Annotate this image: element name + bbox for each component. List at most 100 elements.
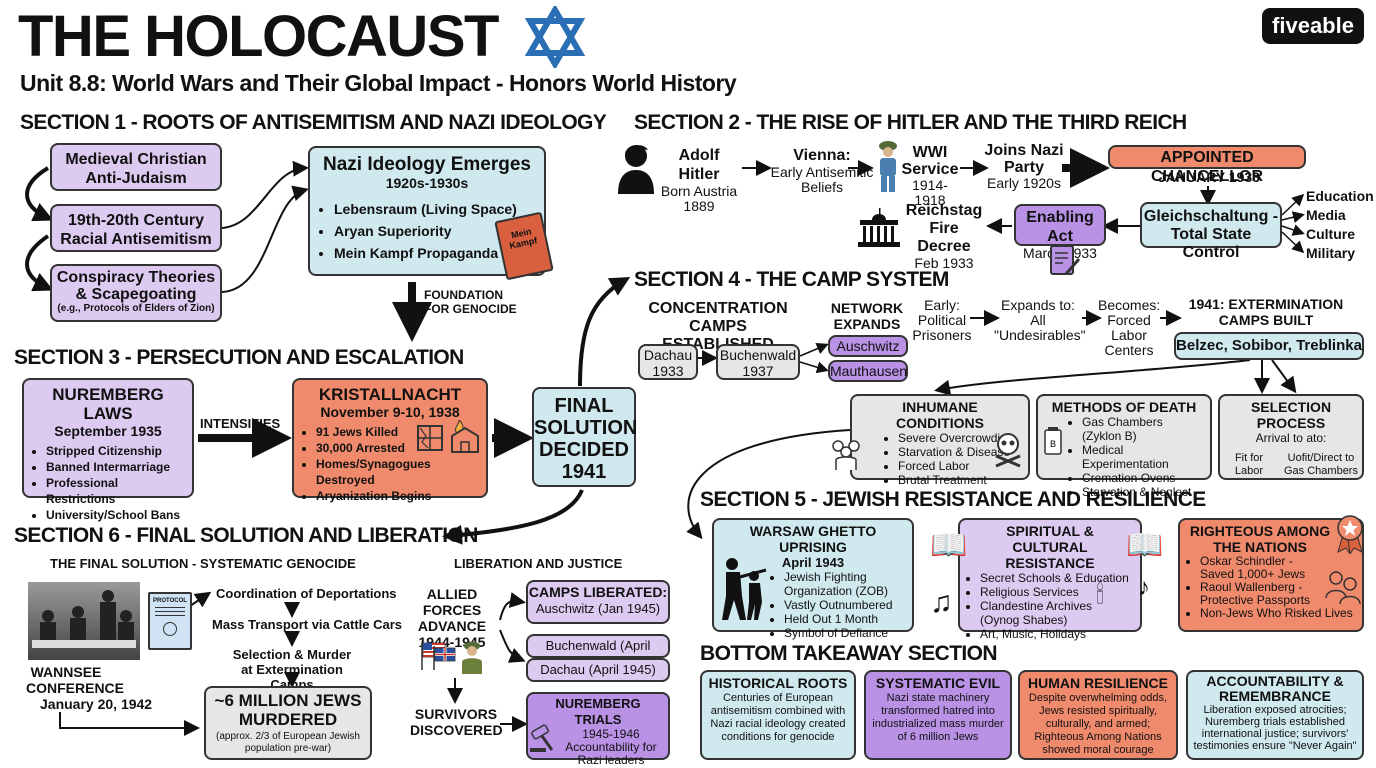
liberation-subheading: LIBERATION AND JUSTICE bbox=[454, 556, 623, 571]
extermination-camps-text: Belzec, Sobibor, Treblinka bbox=[1176, 337, 1362, 354]
burning-synagogue-icon bbox=[451, 420, 479, 453]
conspiracy-note: (e.g., Protocols of Elders of Zion) bbox=[57, 303, 215, 314]
unfit-gas-chambers: Uofit/Direct to Gas Chambers bbox=[1284, 452, 1358, 477]
music-note-icon: ♫ bbox=[930, 586, 953, 619]
buchenwald-box: Buchenwald 1937 bbox=[716, 344, 800, 380]
nuremberg-date: September 1935 bbox=[54, 423, 162, 439]
buchenwald-name: Buchenwald bbox=[719, 347, 797, 363]
inhumane-item: Brutal Treatment bbox=[898, 473, 1022, 487]
inhumane-item: Forced Labor bbox=[898, 459, 1022, 473]
lib-auschwitz: Auschwitz (Jan 1945) bbox=[535, 601, 661, 616]
kristallnacht-item: Aryanization Begins bbox=[316, 488, 478, 504]
ideology-title: Nazi Ideology Emerges bbox=[322, 154, 531, 175]
takeaway-text: Liberation exposed atrocities; Nuremberg… bbox=[1193, 704, 1357, 752]
spiritual-resistance-box: SPIRITUAL & CULTURAL RESISTANCE Secret S… bbox=[958, 518, 1142, 641]
survivors-label: SURVIVORS DISCOVERED bbox=[410, 706, 503, 738]
section-6-heading: SECTION 6 - FINAL SOLUTION AND LIBERATIO… bbox=[14, 524, 478, 547]
six-million-box: ~6 MILLION JEWS MURDERED (approx. 2/3 of… bbox=[204, 686, 372, 760]
reichstag-node: Reichstag Fire Decree Feb 1933 bbox=[902, 202, 986, 271]
nuremberg-item: Professional Restrictions bbox=[46, 475, 184, 507]
chancellor-date: JANUARY 1933 bbox=[1158, 169, 1260, 185]
inhumane-item: Starvation & Disease bbox=[898, 445, 1022, 459]
camps-liberated-box: CAMPS LIBERATED: Auschwitz (Jan 1945) bbox=[526, 580, 670, 624]
logo-text: fiveable bbox=[1272, 13, 1354, 38]
fit-for-labor: Fit for Labor bbox=[1234, 452, 1264, 477]
selection-title: SELECTION PROCESS bbox=[1250, 399, 1332, 431]
hitler-year: 1889 bbox=[683, 198, 715, 214]
control-education: Education bbox=[1306, 188, 1374, 204]
kristallnacht-date: November 9-10, 1938 bbox=[320, 404, 460, 420]
nuremberg-item: University/School Bans bbox=[46, 507, 184, 523]
medieval-box: Medieval Christian Anti-Judaism bbox=[50, 143, 222, 191]
nuremberg-list: Stripped Citizenship Banned Intermarriag… bbox=[32, 443, 184, 523]
lib-dachau-box: Dachau (April 1945) bbox=[526, 658, 670, 682]
joins-node: Joins Nazi Party Early 1920s bbox=[982, 142, 1066, 191]
methods-title: METHODS OF DEATH bbox=[1051, 399, 1197, 415]
reichstag-date: Feb 1933 bbox=[914, 255, 974, 271]
allied-label: ALLIED FORCES ADVANCE 1944-1945 bbox=[402, 586, 502, 650]
final-solution-subheading: THE FINAL SOLUTION - SYSTEMATIC GENOCIDE bbox=[50, 556, 356, 571]
section-3-heading: SECTION 3 - PERSECUTION AND ESCALATION bbox=[14, 346, 464, 369]
kristallnacht-item: Homes/Synagogues Destroyed bbox=[316, 456, 478, 488]
takeaway-title: HUMAN RESILIENCE bbox=[1027, 675, 1168, 691]
warsaw-item: Jewish Fighting Organization (ZOB) bbox=[784, 570, 906, 598]
buchenwald-year: 1937 bbox=[742, 363, 774, 379]
ideology-dates: 1920s-1930s bbox=[385, 175, 469, 191]
kristallnacht-list: 91 Jews Killed 30,000 Arrested Homes/Syn… bbox=[302, 424, 478, 504]
methods-list: Gas Chambers (Zyklon B) Medical Experime… bbox=[1068, 415, 1204, 499]
canister-icon: B bbox=[1044, 427, 1062, 455]
enabling-title: Enabling Act bbox=[1026, 209, 1094, 245]
gleichschaltung-box: Gleichschaltung - Total State Control bbox=[1140, 202, 1282, 261]
methods-item: Gas Chambers (Zyklon B) bbox=[1082, 415, 1204, 443]
nuremberg-laws-box: NUREMBERG LAWS September 1935 Stripped C… bbox=[22, 378, 194, 522]
wannsee-date: January 20, 1942 bbox=[40, 696, 153, 712]
medieval-text: Medieval Christian Anti-Judaism bbox=[65, 151, 207, 187]
final-solution-box: FINAL SOLUTION DECIDED 1941 bbox=[532, 387, 637, 487]
inhumane-conditions-box: INHUMANE CONDITIONS Severe Overcrowding … bbox=[850, 394, 1030, 487]
vienna-node: Vienna: Early Antisemitic Beliefs bbox=[770, 146, 874, 195]
spiritual-item: Clandestine Archives (Oynog Shabes) bbox=[980, 599, 1134, 627]
takeaway-title: SYSTEMATIC EVIL bbox=[875, 675, 1001, 691]
early-prisoners-label: Early: Political Prisoners bbox=[912, 297, 972, 343]
takeaway-text: Despite overwhelming odds, Jews resisted… bbox=[1028, 692, 1168, 756]
section-4-heading: SECTION 4 - THE CAMP SYSTEM bbox=[634, 268, 949, 291]
intensifies-label: INTENSIFIES bbox=[200, 416, 281, 431]
selection-sub: Arrival to ato: bbox=[1255, 431, 1327, 445]
kristallnacht-box: KRISTALLNACHT November 9-10, 1938 91 Jew… bbox=[292, 378, 488, 503]
kristallnacht-item: 30,000 Arrested bbox=[316, 440, 478, 456]
hitler-born: Born Austria bbox=[660, 183, 738, 199]
crowd-icon bbox=[832, 440, 860, 470]
reichstag-building-icon bbox=[858, 208, 900, 247]
fighters-silhouette-icon bbox=[722, 558, 767, 620]
righteous-list: Oskar Schindler - Saved 1,000+ Jews Raou… bbox=[1186, 555, 1356, 620]
warsaw-date: April 1943 bbox=[781, 555, 845, 570]
mauthausen-text: Mauthausen bbox=[830, 363, 908, 379]
svg-text:B: B bbox=[1050, 439, 1056, 449]
spiritual-list: Secret Schools & Education Religious Ser… bbox=[966, 571, 1134, 641]
nuremberg-item: Stripped Citizenship bbox=[46, 443, 184, 459]
wannsee-photo bbox=[28, 582, 140, 660]
lib-dachau: Dachau (April 1945) bbox=[540, 662, 656, 677]
righteous-item: Non-Jews Who Risked Lives bbox=[1200, 607, 1356, 620]
selection-process-box: SELECTION PROCESS Arrival to ato: bbox=[1218, 394, 1364, 480]
star-of-david-icon bbox=[524, 6, 586, 68]
takeaway-card-accountability: ACCOUNTABILITY & REMEMBRANCE Liberation … bbox=[1186, 670, 1364, 760]
mauthausen-box: Mauthausen bbox=[828, 360, 908, 382]
extermination-camps-label: 1941: EXTERMINATION CAMPS BUILT bbox=[1188, 296, 1344, 328]
nuremberg-title: NUREMBERG LAWS bbox=[52, 385, 164, 423]
joins-title: Joins Nazi Party bbox=[984, 142, 1064, 176]
six-million-note: (approx. 2/3 of European Jewish populati… bbox=[216, 731, 360, 754]
racial-antisemitism-box: 19th-20th Century Racial Antisemitism bbox=[50, 204, 222, 252]
dachau-box: Dachau 1933 bbox=[638, 344, 698, 380]
warsaw-list: Jewish Fighting Organization (ZOB) Vastl… bbox=[770, 570, 906, 640]
book-label: Mein Kampf bbox=[508, 226, 539, 251]
wannsee-label: WANNSEE CONFERENCE bbox=[26, 664, 125, 696]
chancellor-box: APPOINTED CHANCELLOR bbox=[1108, 145, 1306, 185]
warsaw-item: Symbol of Defiance bbox=[784, 626, 906, 640]
conspiracy-box: Conspiracy Theories & Scapegoating (e.g.… bbox=[50, 264, 222, 322]
methods-item: Cremation Ovens bbox=[1082, 471, 1204, 485]
section-2-heading: SECTION 2 - THE RISE OF HITLER AND THE T… bbox=[634, 111, 1187, 134]
reichstag-title: Reichstag Fire Decree bbox=[905, 202, 983, 255]
fiveable-logo[interactable]: fiveable bbox=[1262, 8, 1364, 44]
ideology-list: Lebensraum (Living Space) Aryan Superior… bbox=[320, 198, 534, 264]
